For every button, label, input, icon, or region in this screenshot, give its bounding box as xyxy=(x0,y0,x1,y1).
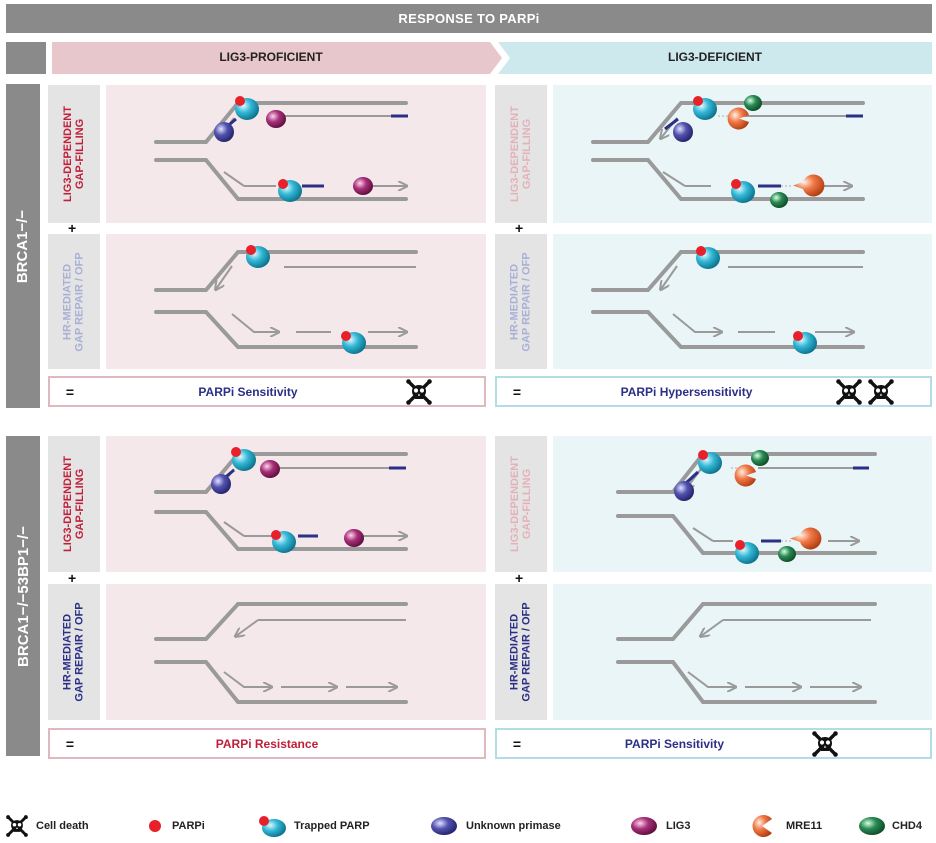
result-box-g1-def: = PARPi Hypersensitivity xyxy=(495,376,932,407)
result-box-g2-prof: = PARPi Resistance xyxy=(48,728,486,759)
result-box-g1-prof: = PARPi Sensitivity xyxy=(48,376,486,407)
skull-icon xyxy=(868,378,894,405)
panel-g2-prof-lig3 xyxy=(106,436,486,572)
legend-lig3: LIG3 xyxy=(630,814,690,838)
equals-sign: = xyxy=(512,383,522,400)
parpi-dot-icon xyxy=(149,820,161,832)
legend-parpi: PARPi xyxy=(148,814,205,838)
plus-sign: + xyxy=(68,220,77,236)
column-label-proficient: LIG3-PROFICIENT xyxy=(219,50,323,64)
pathway-label-g2-prof-hr: HR-MEDIATED GAP REPAIR / OFP xyxy=(48,584,100,720)
skull-icon xyxy=(836,378,862,405)
lig3-deficient-header-arrow xyxy=(498,42,932,74)
result-box-g2-def: = PARPi Sensitivity xyxy=(495,728,932,759)
equals-sign: = xyxy=(65,735,75,752)
pathway-label-g2-def-hr: HR-MEDIATED GAP REPAIR / OFP xyxy=(495,584,547,720)
pathway-label-g1-def-hr: HR-MEDIATED GAP REPAIR / OFP xyxy=(495,234,547,369)
skull-icon xyxy=(6,815,28,837)
group-label-brca1-53bp1: BRCA1−/−53BP1−/− xyxy=(6,436,40,756)
pathway-label-g1-prof-lig3: LIG3-DEPENDENT GAP-FILLING xyxy=(48,85,100,223)
skull-icon xyxy=(812,730,838,757)
header-banner: RESPONSE TO PARPi xyxy=(6,4,932,33)
panel-g1-def-hr xyxy=(553,234,932,369)
panel-g2-def-hr xyxy=(553,584,932,720)
panel-g1-prof-hr xyxy=(106,234,486,369)
pathway-label-g2-def-lig3: LIG3-DEPENDENT GAP-FILLING xyxy=(495,436,547,572)
panel-g2-def-lig3 xyxy=(553,436,932,572)
column-label-deficient: LIG3-DEFICIENT xyxy=(667,50,762,64)
legend-mre11: MRE11 xyxy=(752,814,822,838)
plus-sign: + xyxy=(68,570,77,586)
legend-cell-death: Cell death xyxy=(6,814,89,838)
trapped-parp-icon xyxy=(259,816,286,837)
panel-g1-prof-lig3 xyxy=(106,85,486,223)
group-label-brca1: BRCA1−/− xyxy=(6,84,40,408)
panel-g1-def-lig3 xyxy=(553,85,932,223)
panel-g2-prof-hr xyxy=(106,584,486,720)
legend-trapped-parp: Trapped PARP xyxy=(256,814,370,838)
header-corner-block xyxy=(6,42,46,74)
lig3-proficient-header-arrow xyxy=(52,42,502,74)
equals-sign: = xyxy=(65,383,75,400)
pathway-label-g2-prof-lig3: LIG3-DEPENDENT GAP-FILLING xyxy=(48,436,100,572)
column-header-arrows xyxy=(52,42,932,74)
legend-unknown-primase: Unknown primase xyxy=(430,814,561,838)
result-text: PARPi Resistance xyxy=(215,736,319,751)
equals-sign: = xyxy=(512,735,522,752)
primase-icon xyxy=(431,817,457,835)
header-title: RESPONSE TO PARPi xyxy=(398,11,540,26)
result-text: PARPi Hypersensitivity xyxy=(620,384,753,399)
mre11-icon xyxy=(752,815,772,837)
chd4-icon xyxy=(859,817,885,835)
result-text: PARPi Sensitivity xyxy=(198,384,298,399)
pathway-label-g1-def-lig3: LIG3-DEPENDENT GAP-FILLING xyxy=(495,85,547,223)
plus-sign: + xyxy=(515,570,524,586)
legend-chd4: CHD4 xyxy=(858,814,922,838)
skull-icon xyxy=(406,378,432,405)
plus-sign: + xyxy=(515,220,524,236)
result-text: PARPi Sensitivity xyxy=(624,736,725,751)
pathway-label-g1-prof-hr: HR-MEDIATED GAP REPAIR / OFP xyxy=(48,234,100,369)
lig3-icon xyxy=(631,817,657,835)
